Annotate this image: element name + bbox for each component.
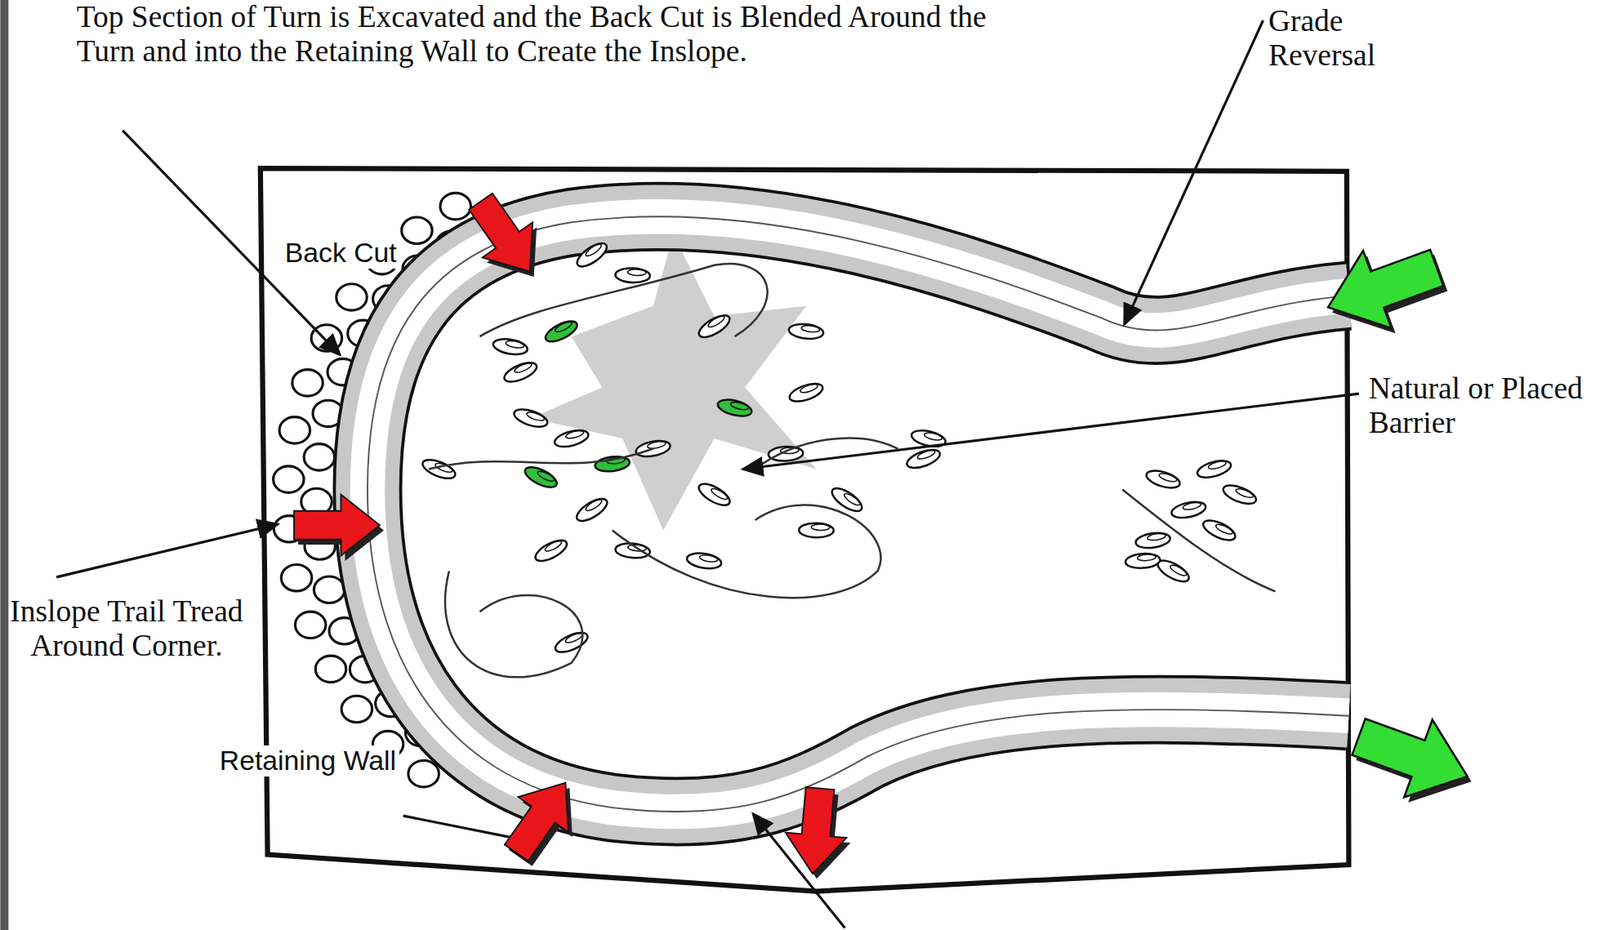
leaf-vein [706,314,726,330]
leaf [1221,481,1259,509]
leaf-vein [799,382,820,394]
edge-bar [0,0,9,930]
leaf [788,322,825,341]
leaf-vein [543,539,563,553]
wall-stone [279,417,310,444]
leaf [552,427,591,451]
direction-arrow [455,183,556,290]
leaf-vein [1234,486,1255,500]
direction-arrow [491,765,592,871]
wall-stone [294,611,326,638]
direction-arrow [1344,698,1482,816]
leaf [491,336,529,357]
brush-stems [428,263,1276,678]
leaf [787,380,825,406]
leaf-vein [916,448,936,461]
wall-stone [336,284,367,311]
callout-label: Natural or Placed Barrier [1368,371,1596,441]
callout-note: Top Section of Turn is Excavated and the… [76,0,995,69]
direction-arrow [294,494,380,557]
leaf [904,446,943,473]
leaf [1134,530,1171,550]
leaf-vein [536,469,556,484]
leaf-vein [1182,501,1203,512]
leaf [521,463,560,491]
leaf [573,239,611,272]
direction-arrows [294,183,1486,882]
part-label: Retaining Wall [216,745,400,777]
leaf-vein [1136,553,1156,562]
leaf-vein [627,268,647,276]
leaf [686,551,723,571]
leaf [1124,552,1161,570]
leaf [798,522,834,538]
leaf-vein [564,631,584,645]
leaf [1195,457,1234,482]
leaf-vein [583,497,603,513]
leaf [573,494,611,526]
direction-arrow [1314,228,1452,346]
trail-tread [367,216,1349,812]
leaf-vein [1214,522,1235,536]
callout-label: Grade Reversal [1268,4,1442,73]
leaf-vein [842,491,862,508]
frame [260,168,1350,892]
wall-stone [292,369,323,397]
leaf [1144,467,1182,491]
direction-arrow [782,785,852,877]
leaf-vein [513,361,534,375]
wall-stone [341,695,372,723]
leaf-vein [646,440,666,451]
leader-lines [56,20,1360,929]
wall-stone [273,466,304,493]
leaf [501,359,540,387]
leaf-vein [1158,472,1178,484]
wall-stone [408,760,439,787]
wall-stone [303,444,335,471]
leaf-vein [1168,563,1188,578]
leaf [552,628,591,656]
leaf-vein [801,325,821,334]
leaf [767,445,803,463]
barrier-shadow [530,234,817,531]
leaf-vein [583,242,603,259]
leaf-vein [525,410,546,423]
leaf [695,311,733,342]
wall-stone [440,192,471,219]
leaf [419,455,458,482]
leaf-vein [811,524,830,531]
leaf [615,267,651,284]
leaf [1170,499,1208,521]
leaf-vein [699,554,718,564]
wall-stone [315,655,346,682]
leaf-vein [1146,532,1166,542]
leaf-vein [730,401,750,412]
leaf-vein [553,320,573,335]
leaf [532,536,571,566]
leaf [695,480,734,510]
leaf [716,396,754,419]
vegetation [419,239,1258,657]
leaf-vein [505,339,525,349]
leaf-vein [709,486,729,502]
leaf-vein [923,431,944,442]
wall-stone [280,565,312,592]
leaf-vein [565,429,585,441]
leaf [542,316,580,346]
wall-stone [313,576,344,603]
leaf [1200,516,1239,545]
leaf-vein [1207,459,1227,471]
callout-label: Inslope Trail Tread Around Corner. [8,594,246,664]
wall-stone [401,217,433,244]
part-label: Back Cut [281,237,401,269]
leaf [512,405,550,431]
